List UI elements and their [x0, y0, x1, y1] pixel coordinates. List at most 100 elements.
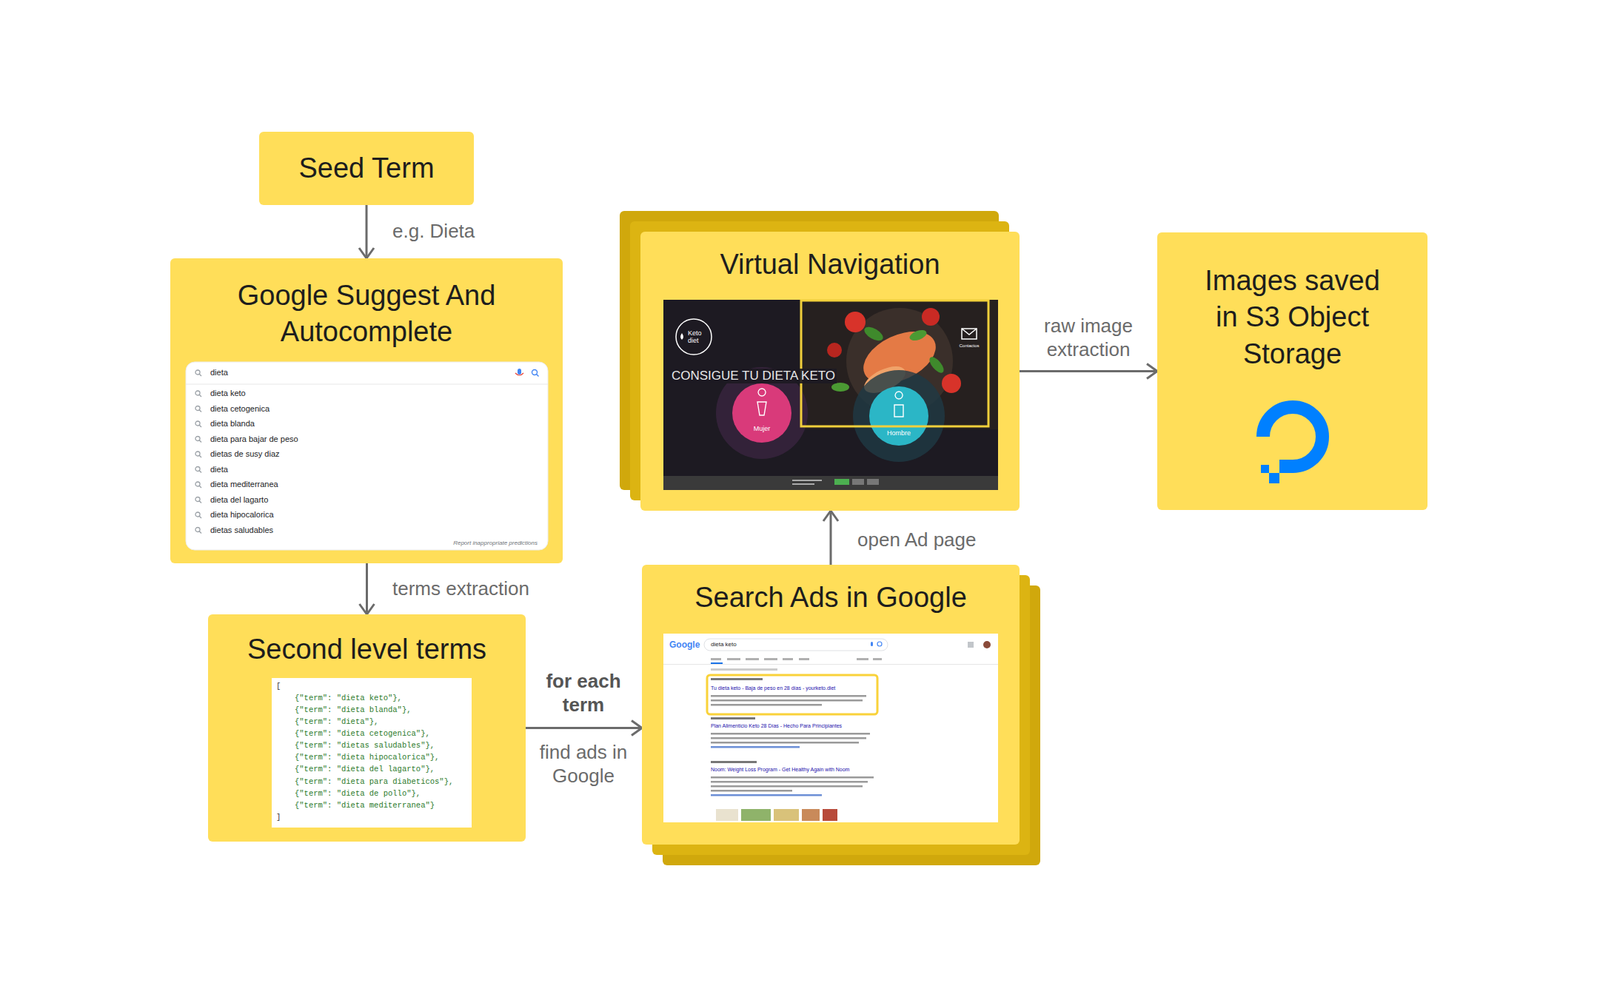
text-holder: {"term": "dietas saludables"},	[294, 741, 435, 751]
connector-line	[365, 205, 368, 259]
text-holder: dietas saludables	[210, 525, 274, 536]
text-holder: {"term": "dieta hipocalorica"},	[294, 752, 440, 763]
text-holder: Mujer	[739, 424, 785, 434]
text-holder: dietas de susy diaz	[210, 449, 280, 460]
search-logo: Google	[669, 639, 700, 651]
button-text: Mujer	[739, 424, 785, 434]
stacked-process-box: Virtual NavigationKeto dietCONSIGUE TU D…	[640, 231, 1020, 511]
text-holder: dieta keto	[210, 388, 246, 399]
node-title: Seed Term	[259, 150, 474, 187]
ad-result	[710, 761, 874, 797]
connector-line	[1019, 370, 1158, 373]
text-holder: {"term": "dieta"},	[294, 717, 379, 728]
ad-result	[710, 717, 870, 749]
suggestion-item: dieta cetogenica	[210, 404, 270, 414]
node-title: Second level terms	[208, 631, 526, 668]
stacked-process-box: Search Ads in GoogleGoogle dieta keto Tu d…	[641, 564, 1020, 845]
ad-title: Tu dieta keto - Baja de peso en 28 días …	[710, 685, 836, 692]
suggestion-item: dietas saludables	[210, 525, 274, 536]
ad-title: Noom: Weight Loss Program - Get Healthy …	[710, 767, 850, 773]
edge-label: for each term	[535, 669, 632, 717]
edge-label: open Ad page	[857, 527, 977, 552]
arrow-connector	[359, 563, 375, 615]
code-line: {"term": "dieta de pollo"},	[294, 789, 421, 799]
suggestion-item: dieta hipocalorica	[210, 510, 274, 520]
ad-result	[707, 675, 878, 715]
arrow-head	[823, 510, 839, 522]
text-holder: dieta para bajar de peso	[210, 434, 299, 445]
arrow-head	[359, 248, 374, 259]
icon-caption: Contactos	[954, 343, 984, 349]
edge-note: find ads in Google	[527, 740, 639, 788]
arrow-head	[631, 721, 642, 736]
code-line: {"term": "dietas saludables"},	[294, 741, 435, 751]
arrow-head	[359, 604, 375, 615]
node-title: Google Suggest And Autocomplete	[170, 277, 563, 351]
code-line: {"term": "dieta blanda"},	[294, 705, 412, 716]
page-headline: CONSIGUE TU DIETA KETO	[670, 368, 837, 384]
suggestion-item: dieta	[210, 464, 229, 475]
search-icons	[195, 368, 540, 377]
search-bar	[704, 638, 991, 651]
text-holder: {"term": "dieta de pollo"},	[294, 789, 421, 799]
screenshot-panel	[663, 299, 999, 491]
image-strip	[715, 809, 838, 822]
edge-label: terms extraction	[392, 576, 530, 601]
site-logo-text: Keto diet	[687, 330, 708, 345]
site-logo	[675, 319, 712, 355]
storage-box: Images saved in S3 Object Storage	[1157, 232, 1428, 511]
text-holder: {"term": "dieta blanda"},	[294, 705, 412, 716]
code-panel	[271, 678, 472, 828]
code-line: {"term": "dieta"},	[294, 717, 379, 728]
suggestion-item: dieta blanda	[210, 419, 255, 429]
text-holder: Noom: Weight Loss Program - Get Healthy …	[710, 767, 850, 773]
arrow-head	[1146, 364, 1158, 380]
node-title: Search Ads in Google	[641, 579, 1020, 617]
button-text: Hombre	[876, 429, 922, 438]
highlight-box	[707, 675, 878, 715]
text-holder: dieta del lagarto	[210, 495, 269, 505]
code-line: [	[276, 681, 281, 692]
code-line: {"term": "dieta keto"},	[294, 693, 403, 704]
search-query: dieta keto	[710, 641, 737, 649]
arrow-connector	[525, 721, 642, 736]
text-holder: dieta	[210, 367, 229, 378]
connector-line	[365, 563, 368, 615]
text-holder: terms extraction	[392, 576, 530, 601]
code-line: {"term": "dieta cetogenica"},	[294, 729, 431, 739]
text-holder: raw image extraction	[1032, 313, 1144, 362]
text-holder: ]	[276, 812, 281, 823]
text-holder: Tu dieta keto - Baja de peso en 28 días …	[710, 685, 836, 692]
text-holder: Report inappropriate predictions	[453, 539, 538, 548]
text-holder: {"term": "dieta mediterranea"}	[294, 801, 435, 811]
text-holder: dieta	[210, 464, 229, 475]
cookie-bar	[663, 476, 999, 491]
text-holder: [	[276, 681, 281, 692]
arrow-connector	[359, 205, 374, 259]
envelope-icon	[961, 328, 977, 340]
text-holder: find ads in Google	[527, 740, 639, 788]
node-title: Images saved in S3 Object Storage	[1196, 262, 1389, 373]
code-line: {"term": "dieta del lagarto"},	[294, 764, 435, 775]
code-line: {"term": "dieta mediterranea"}	[294, 801, 435, 811]
highlight-box	[801, 300, 989, 427]
input-box: Seed Term	[259, 131, 474, 206]
search-query: dieta	[210, 367, 229, 378]
text-holder: dieta blanda	[210, 419, 255, 429]
text-holder: dieta cetogenica	[210, 404, 270, 414]
footnote-link: Report inappropriate predictions	[453, 539, 538, 548]
text-holder: Hombre	[876, 429, 922, 438]
text-holder: Google	[669, 639, 700, 651]
text-holder: {"term": "dieta para diabeticos"},	[294, 777, 454, 788]
process-box: Second level terms [ {"term": "dieta keto"…	[208, 614, 526, 842]
suggestion-item: dieta del lagarto	[210, 495, 269, 505]
text-holder: dieta keto	[710, 641, 737, 649]
text-holder: CONSIGUE TU DIETA KETO	[670, 368, 837, 384]
edge-label: e.g. Dieta	[392, 219, 475, 243]
text-holder: Plan Alimenticio Keto 28 Días - Hecho Pa…	[710, 723, 842, 730]
screenshot-panel	[185, 362, 548, 551]
text-holder: {"term": "dieta keto"},	[294, 693, 403, 704]
text-holder: {"term": "dieta cetogenica"},	[294, 729, 431, 739]
suggestion-item: dietas de susy diaz	[210, 449, 280, 460]
suggestion-item: dieta para bajar de peso	[210, 434, 299, 445]
